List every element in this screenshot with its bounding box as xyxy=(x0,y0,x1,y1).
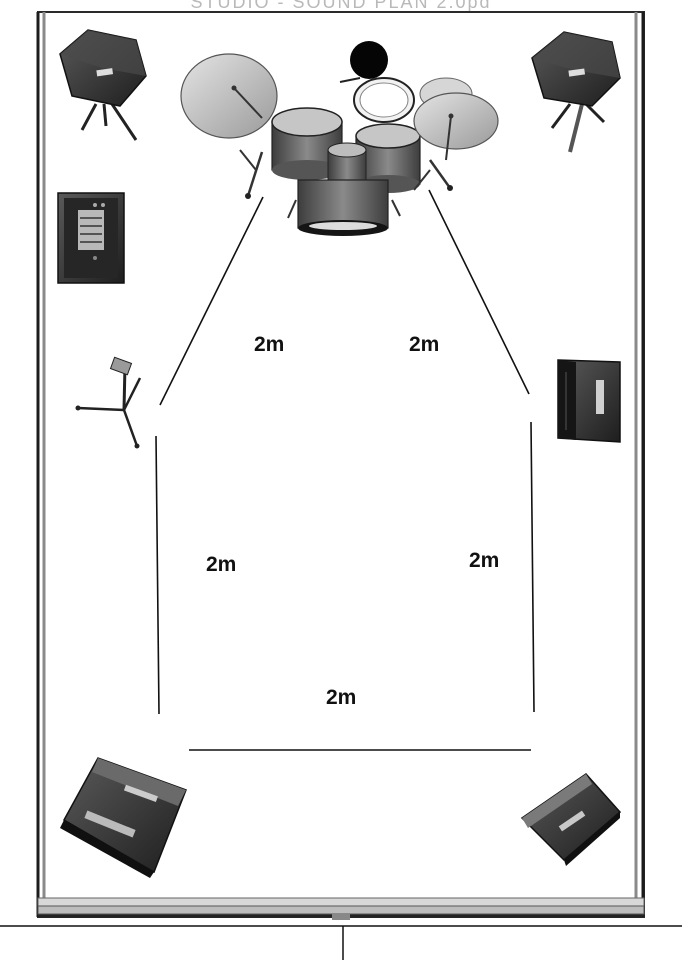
measurement-upper-right: 2m xyxy=(409,333,440,356)
guitar-amp-icon xyxy=(520,773,622,866)
bottom-structure xyxy=(0,925,682,960)
measurement-bottom: 2m xyxy=(326,686,357,709)
mixer-rack-icon xyxy=(57,192,125,284)
measurement-upper-left: 2m xyxy=(254,333,285,356)
drum-kit-icon xyxy=(180,41,499,236)
monitor-speaker-icon xyxy=(59,29,147,141)
room-walls xyxy=(36,11,645,920)
monitor-speaker-icon xyxy=(531,31,621,153)
dimension-lines xyxy=(155,189,535,751)
measurement-mid-right: 2m xyxy=(469,549,500,572)
measurement-mid-left: 2m xyxy=(206,553,237,576)
page-title: STUDIO - SOUND PLAN 2.0pd xyxy=(190,0,492,12)
mic-stand-icon xyxy=(75,356,142,449)
amp-cabinet-icon xyxy=(557,359,621,443)
bass-amp-icon xyxy=(60,757,187,878)
